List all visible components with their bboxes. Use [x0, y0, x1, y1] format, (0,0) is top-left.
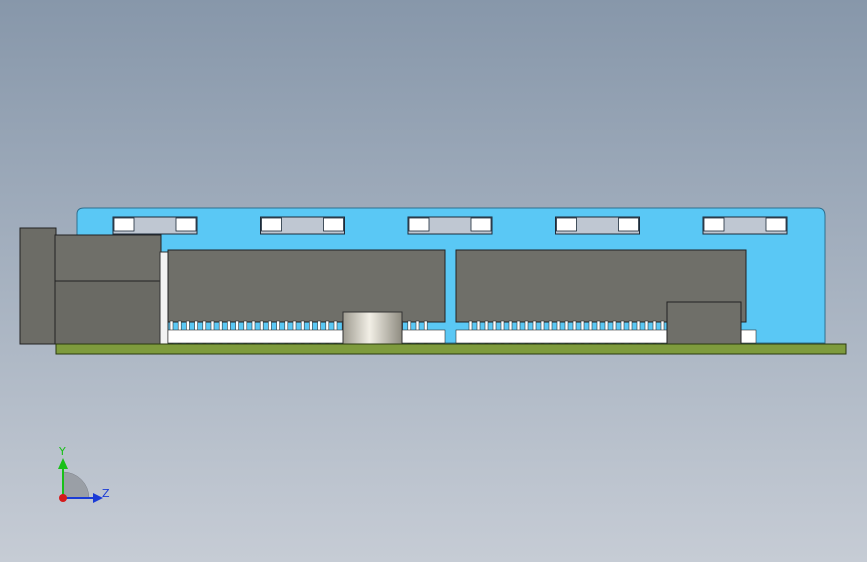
- y-axis-arrow: [58, 458, 68, 469]
- jack-side-plate: [159, 251, 169, 345]
- shield-cutouts: [112, 216, 788, 235]
- connector-housing-left: [167, 249, 446, 323]
- pcb-board: [55, 343, 847, 355]
- jack-housing-front: [54, 234, 162, 282]
- jack-housing-lower: [54, 280, 162, 345]
- shield-cutout: [555, 216, 640, 235]
- shield-cutout: [702, 216, 788, 235]
- shield-cutout: [112, 216, 198, 235]
- jack-housing-back: [19, 227, 57, 345]
- shield-cutout: [407, 216, 493, 235]
- ic-block: [666, 301, 742, 345]
- capacitor-cylinder: [342, 311, 403, 345]
- y-axis-label: Y: [58, 445, 66, 458]
- z-axis-arrow: [93, 493, 103, 503]
- coordinate-triad: Y Z: [58, 445, 110, 503]
- z-axis-label: Z: [102, 487, 110, 500]
- shield-cutout: [260, 216, 345, 235]
- x-axis-dot: [59, 494, 67, 502]
- connector-base-strip-left: [167, 329, 446, 344]
- triad-quarter-disc: [62, 471, 90, 499]
